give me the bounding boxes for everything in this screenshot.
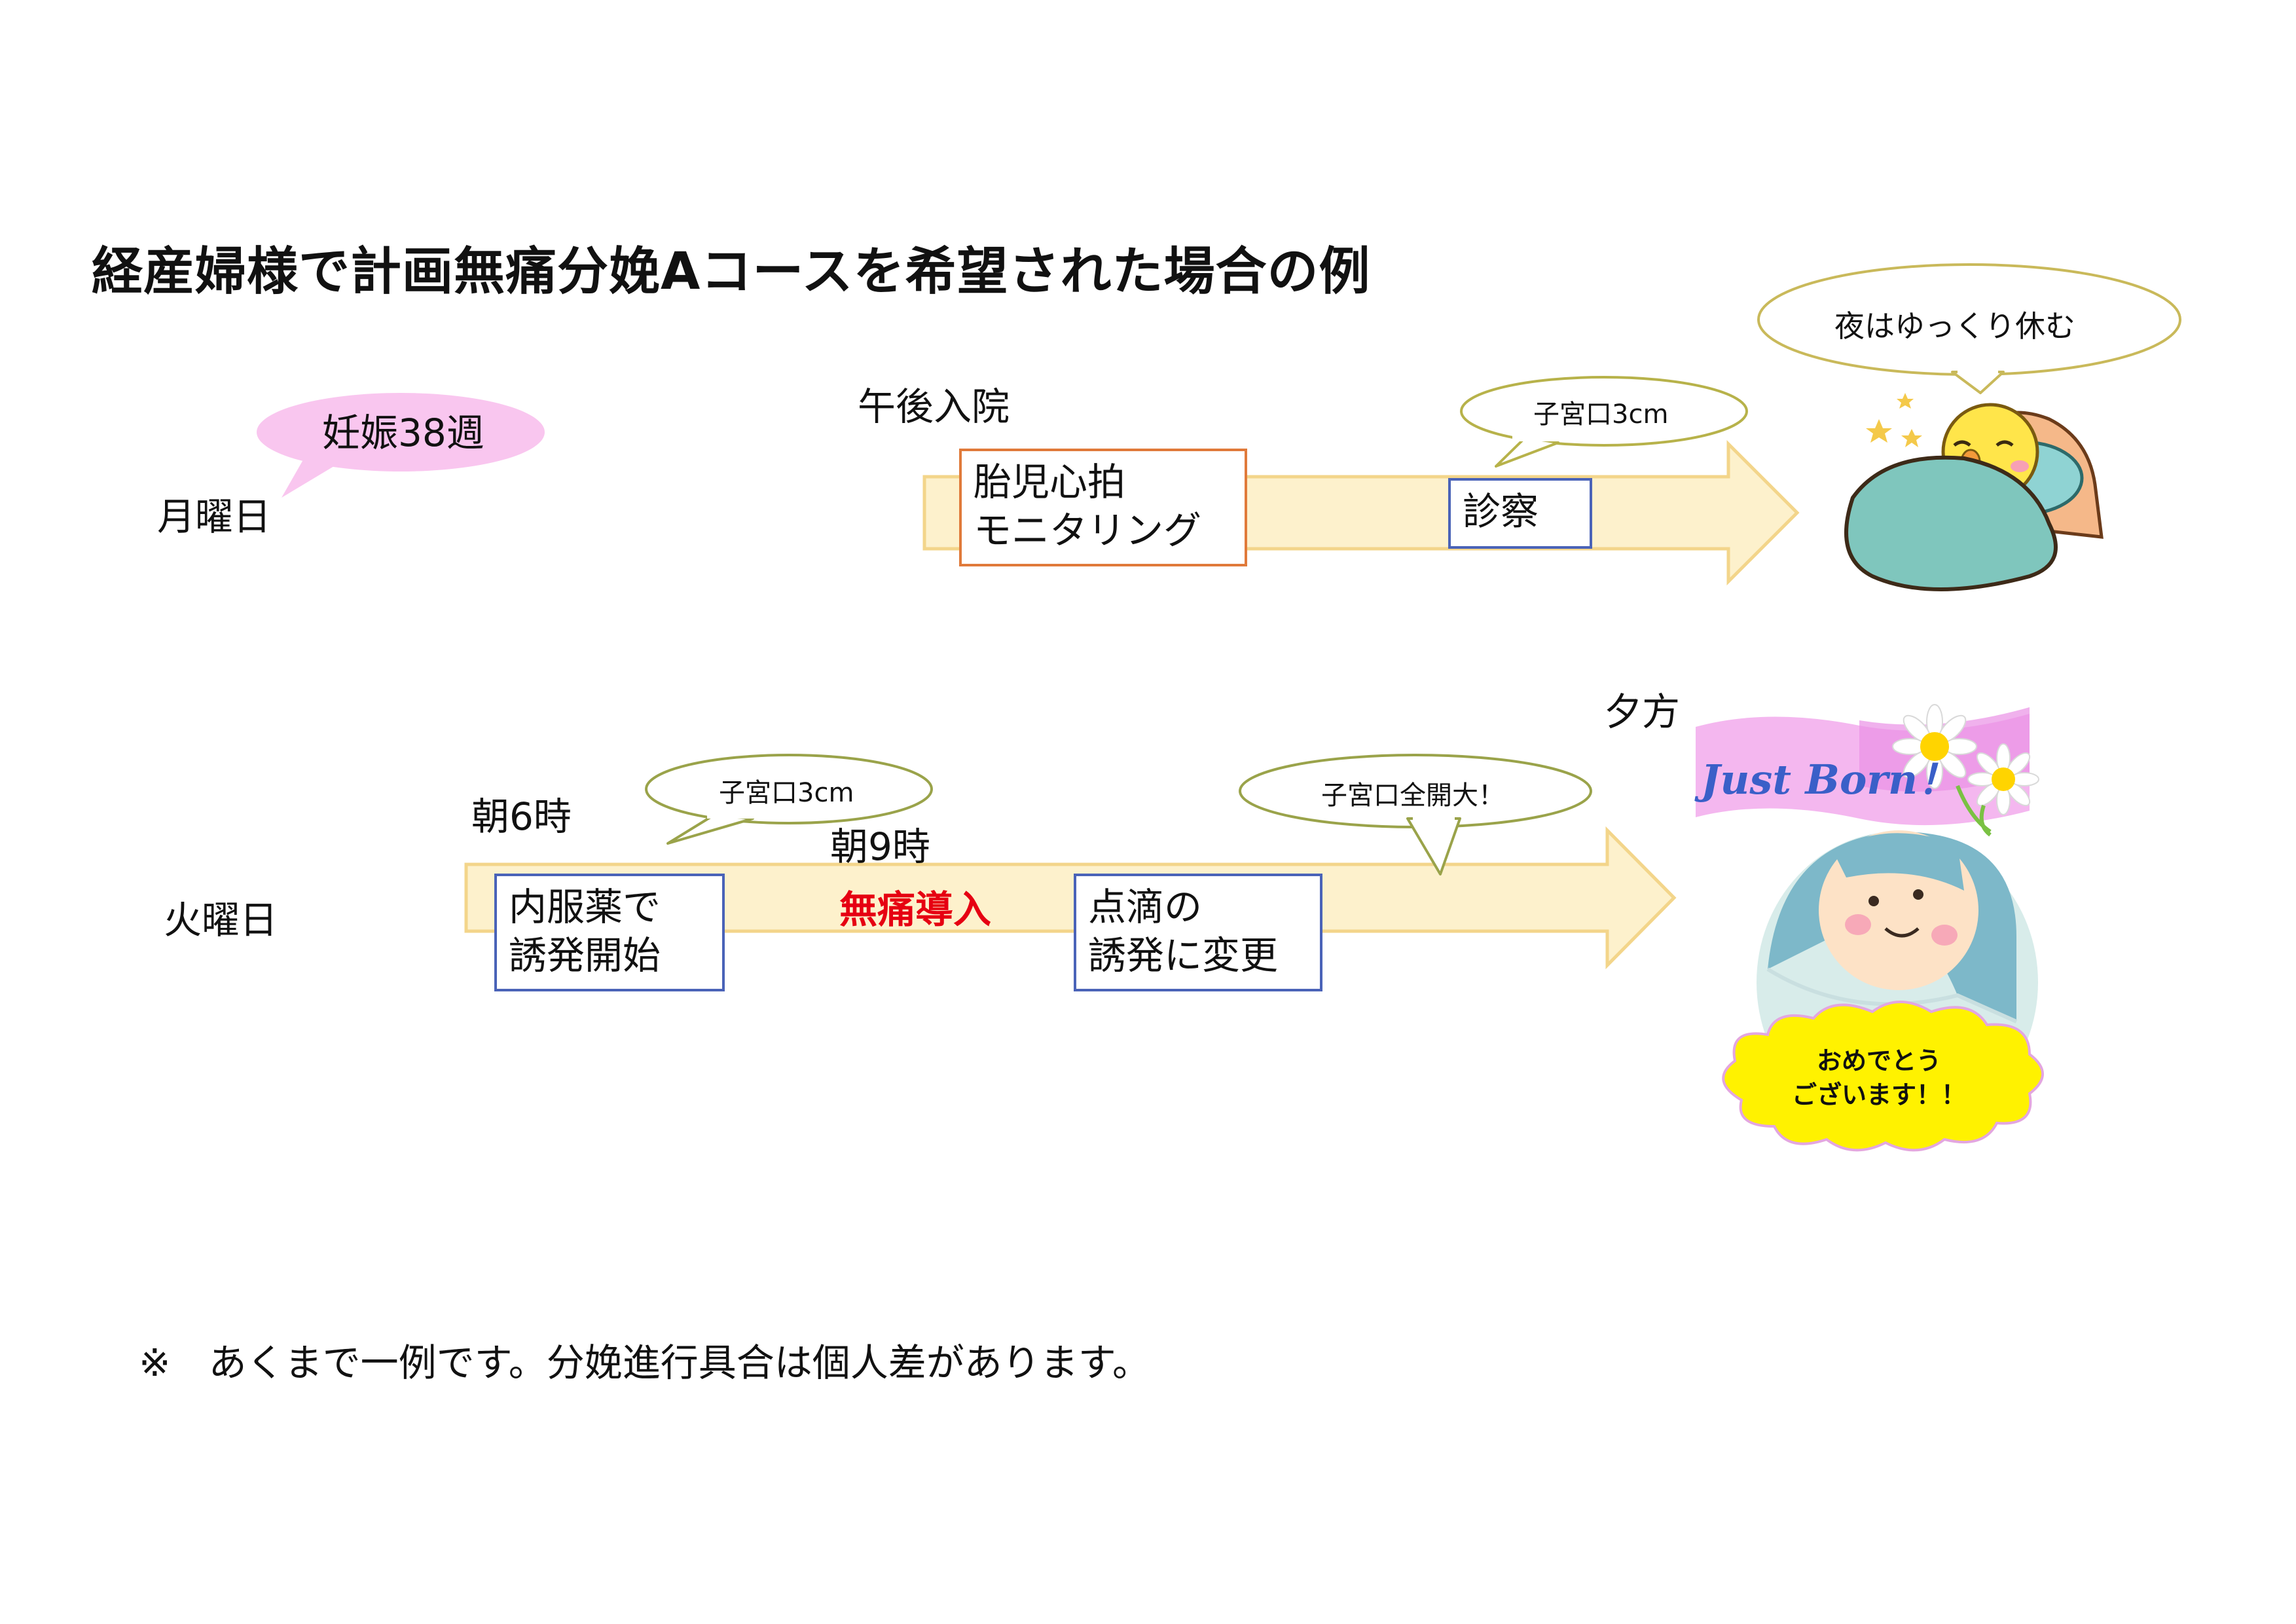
- daisy-flower-icon: [1967, 743, 2039, 837]
- night-speech-bubble: [1757, 263, 2181, 394]
- drip-induction-box: 点滴の 誘発に変更: [1074, 874, 1322, 991]
- pregnancy-bubble-text: 妊娠38週: [322, 411, 484, 455]
- star-icon: [1901, 429, 1922, 447]
- monday-cervix-bubble-text: 子宮口3cm: [1533, 399, 1669, 430]
- time-9am-label: 朝9時: [830, 824, 930, 869]
- oral-induction-box: 内服薬で 誘発開始: [494, 874, 725, 991]
- tuesday-day-label: 火曜日: [164, 898, 278, 942]
- star-icon: [1897, 393, 1914, 409]
- monday-day-label: 月曜日: [157, 494, 272, 539]
- congratulations-text: おめでとう ございます！！: [1791, 1046, 1966, 1109]
- tuesday-cervix-bubble-text: 子宮口3cm: [719, 778, 854, 808]
- pregnancy-speech-bubble: [257, 393, 545, 498]
- just-born-banner-text: Just Born！: [1701, 756, 1959, 803]
- epidural-start-label: 無痛導入: [839, 887, 992, 932]
- examination-box: 診察: [1448, 478, 1592, 549]
- full-dilation-bubble-text: 子宮口全開大！: [1321, 781, 1504, 811]
- footnote: ※ あくまで一例です。分娩進行具合は個人差があります。: [139, 1340, 1150, 1385]
- time-6am-label: 朝6時: [471, 794, 572, 839]
- admission-label: 午後入院: [858, 384, 1010, 429]
- page-title: 経産婦様で計画無痛分娩Aコースを希望された場合の例: [92, 242, 1371, 301]
- star-icon: [1866, 419, 1892, 443]
- night-bubble-text: 夜はゆっくり休む: [1834, 308, 2075, 344]
- congratulations-cloud: [1722, 1001, 2044, 1152]
- full-dilation-speech-bubble: [1239, 754, 1592, 876]
- monday-cervix-speech-bubble: [1460, 376, 1748, 468]
- evening-label: 夕方: [1604, 690, 1681, 734]
- chick-sleeping-in-bed-illustration: [1844, 393, 2104, 591]
- fetal-heart-monitoring-box: 胎児心拍 モニタリング: [959, 449, 1247, 566]
- tuesday-cervix-speech-bubble: [645, 754, 933, 845]
- daisy-flower-icon: [1892, 704, 1992, 834]
